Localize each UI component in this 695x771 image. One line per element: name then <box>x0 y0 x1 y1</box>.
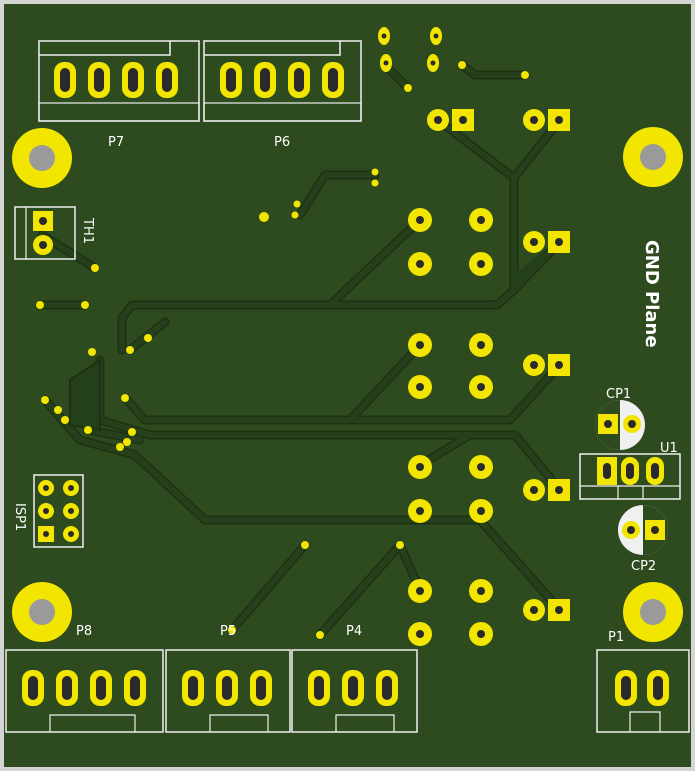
label-u1: U1 <box>660 441 678 456</box>
label-p1: P1 <box>608 630 624 645</box>
connector-p1 <box>596 649 690 733</box>
copper-pour-left <box>69 358 101 432</box>
component-u1 <box>579 453 681 500</box>
mounting-hole <box>623 127 683 187</box>
board-substrate <box>4 4 691 767</box>
label-p7: P7 <box>108 135 124 150</box>
label-p4: P4 <box>346 624 362 639</box>
connector-p8 <box>5 649 164 733</box>
label-isp1: ISP1 <box>12 503 27 531</box>
pad-pairs <box>427 109 570 621</box>
gnd-plane-label: GND Plane <box>641 240 662 348</box>
mounting-holes <box>12 127 683 642</box>
mounting-hole <box>12 128 72 188</box>
vias <box>36 61 529 639</box>
component-cp1 <box>595 400 645 450</box>
component-th1 <box>14 206 76 260</box>
label-p6: P6 <box>274 135 290 150</box>
connector-p5 <box>165 649 291 733</box>
component-cp2 <box>618 505 668 555</box>
label-th1: TH1 <box>80 217 95 244</box>
connector-p4 <box>291 649 418 733</box>
label-cp1: CP1 <box>606 387 631 402</box>
mounting-hole <box>12 582 72 642</box>
mounting-hole <box>623 582 683 642</box>
copper-pour-center <box>514 250 545 290</box>
label-p8: P8 <box>76 624 92 639</box>
label-cp2: CP2 <box>631 559 656 574</box>
connector-p7 <box>38 40 200 122</box>
reference-labels: P7 P6 TH1 CP1 U1 ISP1 CP2 P8 P5 P4 P1 GN… <box>12 135 678 645</box>
label-p5: P5 <box>220 624 236 639</box>
component-isp1 <box>33 474 84 548</box>
connector-p6 <box>203 40 362 122</box>
